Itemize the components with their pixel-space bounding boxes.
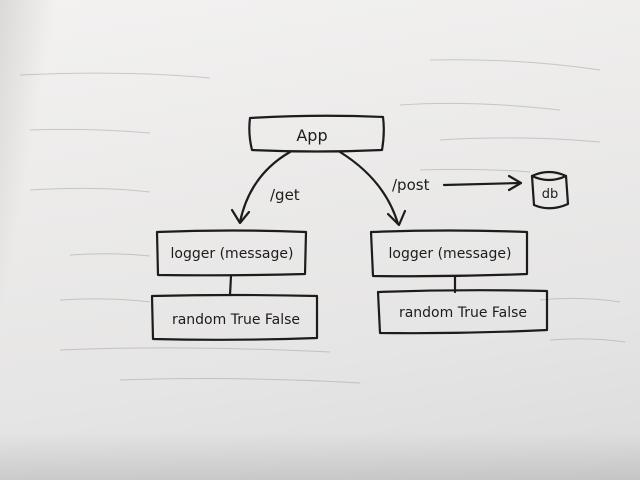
post-arrow: /post xyxy=(338,150,430,227)
app-node: App xyxy=(248,114,385,153)
left-random-label: random True False xyxy=(172,312,300,328)
get-arrow: /get xyxy=(230,150,300,225)
right-random-node: random True False xyxy=(376,289,549,335)
db-node: db xyxy=(530,170,570,210)
right-logger-label: logger (message) xyxy=(389,246,512,262)
right-logger-node: logger (message) xyxy=(369,229,529,278)
right-random-box xyxy=(376,289,549,335)
app-label: App xyxy=(296,126,327,145)
left-random-box xyxy=(150,293,319,341)
post-route-label: /post xyxy=(392,176,430,194)
left-logger-node: logger (message) xyxy=(155,229,308,277)
bleed-through-scribbles xyxy=(19,59,626,384)
left-logger-label: logger (message) xyxy=(171,246,294,262)
left-connector-line xyxy=(228,274,233,297)
db-arrow xyxy=(442,174,523,192)
db-label: db xyxy=(542,187,559,202)
right-logger-box xyxy=(369,229,529,278)
app-box xyxy=(248,114,385,153)
left-random-node: random True False xyxy=(150,293,319,341)
db-cylinder-icon xyxy=(530,170,570,210)
left-logger-box xyxy=(155,229,308,277)
right-random-label: random True False xyxy=(399,305,527,321)
get-route-label: /get xyxy=(270,186,300,204)
